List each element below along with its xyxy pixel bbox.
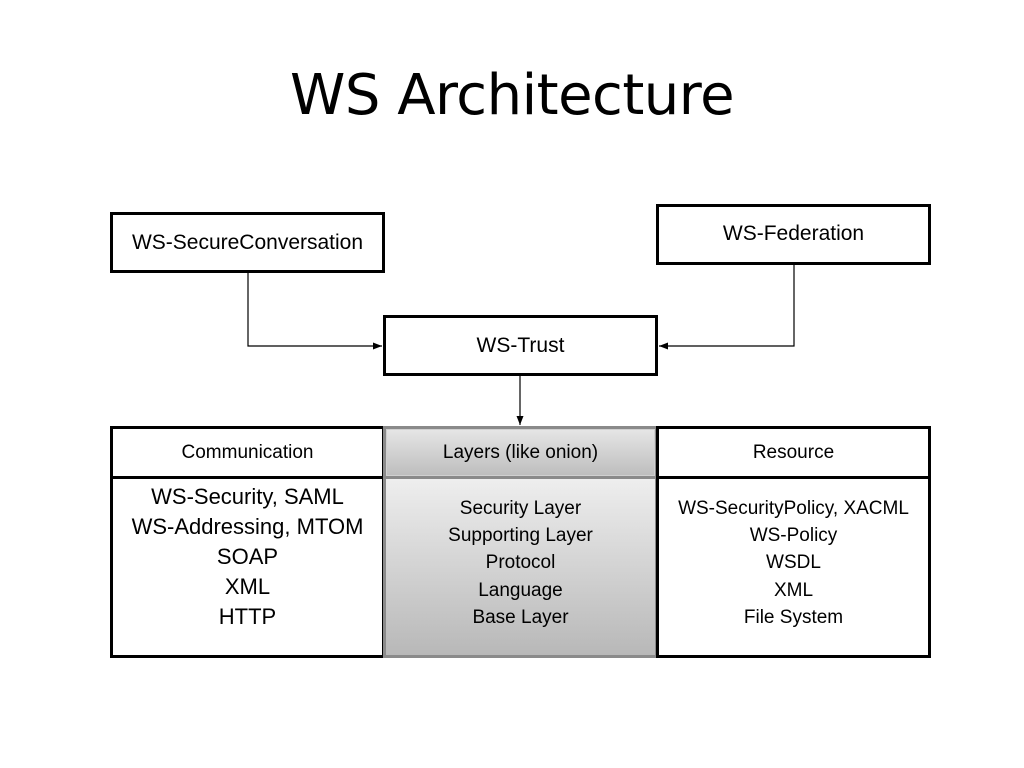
communication-header: Communication <box>110 426 385 479</box>
communication-header-label: Communication <box>181 441 314 463</box>
slide-title: WS Architecture <box>289 63 735 128</box>
layers-item: Security Layer <box>459 497 582 519</box>
layers-item: Supporting Layer <box>448 525 593 547</box>
arrow-secureconversation-to-trust <box>247 273 382 350</box>
resource-item: WS-SecurityPolicy, XACML <box>678 497 909 519</box>
resource-item: WSDL <box>766 552 821 574</box>
communication-item: SOAP <box>216 544 279 569</box>
communication-item: WS-Security, SAML <box>151 484 344 509</box>
resource-item: WS-Policy <box>749 525 838 547</box>
ws-federation-label: WS-Federation <box>722 222 865 245</box>
communication-item: WS-Addressing, MTOM <box>131 514 364 539</box>
ws-trust-label: WS-Trust <box>476 333 565 357</box>
layers-item: Language <box>478 579 563 601</box>
ws-secureconversation-box: WS-SecureConversation <box>110 212 385 273</box>
layers-header-label: Layers (like onion) <box>442 441 599 463</box>
arrow-federation-to-trust <box>659 265 795 350</box>
ws-federation-box: WS-Federation <box>656 204 931 265</box>
communication-item: HTTP <box>218 604 277 629</box>
ws-secureconversation-label: WS-SecureConversation <box>131 230 364 254</box>
communication-item: XML <box>224 574 271 599</box>
resource-header-label: Resource <box>752 441 835 463</box>
ws-trust-box: WS-Trust <box>383 315 658 376</box>
layers-list: Security Layer Supporting Layer Protocol… <box>383 476 658 658</box>
resource-item: XML <box>773 579 814 601</box>
communication-list: WS-Security, SAML WS-Addressing, MTOM SO… <box>110 476 385 658</box>
layers-item: Protocol <box>485 552 556 574</box>
resource-header: Resource <box>656 426 931 479</box>
layers-header: Layers (like onion) <box>383 426 658 479</box>
layers-item: Base Layer <box>472 606 569 628</box>
resource-item: File System <box>743 606 844 628</box>
resource-list: WS-SecurityPolicy, XACML WS-Policy WSDL … <box>656 476 931 658</box>
